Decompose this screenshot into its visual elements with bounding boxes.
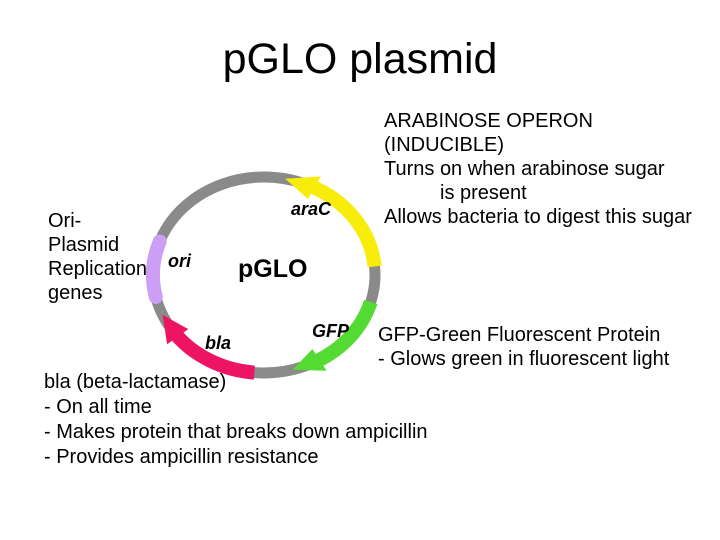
ori-label: ori <box>168 251 192 271</box>
annotation-line: GFP-Green Fluorescent Protein <box>378 324 661 346</box>
slide-title: pGLO plasmid <box>222 35 498 83</box>
GFP-arrow-head-icon <box>292 349 327 371</box>
arabinose-operon-annotation: ARABINOSE OPERON (INDUCIBLE) Turns on wh… <box>384 109 692 229</box>
gfp-annotation: GFP-Green Fluorescent Protein - Glows gr… <box>378 323 669 371</box>
annotation-line: Allows bacteria to digest this sugar <box>384 206 692 228</box>
araC-gene-arc <box>306 178 382 268</box>
annotation-line: - Makes protein that breaks down ampicil… <box>44 421 428 443</box>
GFP-gene-arc <box>312 299 378 368</box>
bla-arrow-head-icon <box>162 314 189 345</box>
annotation-line: Turns on when arabinose sugar <box>384 158 665 180</box>
annotation-line: Ori- <box>48 210 82 232</box>
annotation-line: ARABINOSE OPERON <box>384 110 593 132</box>
annotation-line: - On all time <box>44 396 152 418</box>
bla-annotation: bla (beta-lactamase) - On all time - Mak… <box>44 370 428 470</box>
bla-gene-arc <box>170 329 255 380</box>
ori-segment <box>145 234 167 304</box>
annotation-line: - Glows green in fluorescent light <box>378 348 670 370</box>
annotation-line: bla (beta-lactamase) <box>44 371 227 393</box>
annotation-line: is present <box>440 182 527 204</box>
araC-label: araC <box>291 199 332 219</box>
annotation-line: Plasmid <box>48 234 120 256</box>
GFP-label: GFP <box>312 321 350 341</box>
araC-arrow-head-icon <box>285 176 321 199</box>
annotation-line: Replication <box>48 258 147 280</box>
annotation-line: genes <box>48 282 103 304</box>
bla-label: bla <box>205 333 231 353</box>
ori-annotation: Ori- Plasmid Replication genes <box>48 209 147 305</box>
annotation-line: (INDUCIBLE) <box>384 134 505 156</box>
annotation-line: - Provides ampicillin resistance <box>44 446 319 468</box>
plasmid-name-label: pGLO <box>238 255 307 283</box>
